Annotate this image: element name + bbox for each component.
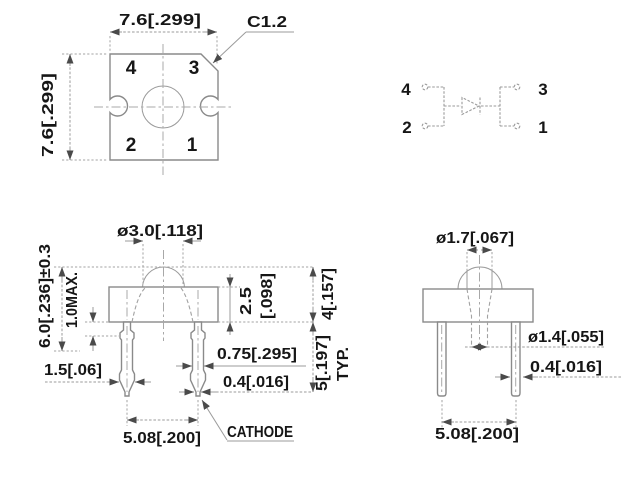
chamfer-leader bbox=[212, 31, 247, 64]
front-view: ø3.0[.118] 6.0[.236]±0.3 1.0MAX. 1.5[.06… bbox=[37, 223, 352, 447]
dim-top-height: 7.6[.299] bbox=[40, 73, 57, 157]
dim-lens-dia: ø1.7[.067] bbox=[436, 230, 514, 247]
pin3-terminal bbox=[513, 83, 521, 91]
schematic-pin1: 1 bbox=[538, 118, 547, 137]
dim-dome-dia: ø3.0[.118] bbox=[117, 223, 203, 240]
schematic-pin3: 3 bbox=[538, 80, 547, 99]
right-lead bbox=[189, 321, 207, 397]
dim-lead-tip: 0.4[.016] bbox=[223, 374, 289, 391]
dim-typ: TYP. bbox=[335, 347, 352, 381]
right-lead-side bbox=[510, 321, 521, 397]
schematic-view: 4 2 3 1 bbox=[401, 80, 547, 137]
cathode-leader bbox=[201, 399, 228, 441]
schematic-pin2: 2 bbox=[402, 118, 411, 137]
dim-top-width: 7.6[.299] bbox=[119, 12, 201, 29]
hidden-inner-right bbox=[486, 288, 493, 347]
chamfer-callout: C1.2 bbox=[247, 14, 287, 31]
diode-triangle bbox=[461, 96, 481, 116]
top-view: 7.6[.299] 7.6[.299] C1.2 4 3 2 1 bbox=[40, 12, 294, 175]
dim-standoff: 1.0MAX. bbox=[64, 272, 81, 328]
dim-total-height: 6.0[.236]±0.3 bbox=[37, 244, 54, 348]
dim-height-body: 4[.157] bbox=[320, 268, 337, 320]
dim-lead-width2: 0.75[.295] bbox=[217, 346, 297, 363]
pin4-terminal bbox=[421, 83, 429, 91]
dim-body-height-in: [.098] bbox=[259, 273, 276, 319]
pin1-terminal bbox=[513, 122, 521, 130]
hidden-reflector-right bbox=[180, 287, 194, 323]
cathode-label: CATHODE bbox=[227, 424, 293, 441]
dim-pitch-front: 5.08[.200] bbox=[123, 430, 201, 447]
dim-height-lead: 5[.197] bbox=[314, 335, 331, 391]
side-view: ø1.7[.067] ø1.4[.055] 0.4[.016] 5.08[.20… bbox=[422, 230, 621, 443]
dim-inner-dia: ø1.4[.055] bbox=[528, 329, 604, 346]
pin3-label: 3 bbox=[189, 58, 200, 79]
left-lead bbox=[118, 321, 136, 397]
schematic-pin4: 4 bbox=[401, 80, 411, 99]
hidden-reflector-left bbox=[131, 287, 146, 323]
hidden-inner-left bbox=[466, 288, 473, 347]
dim-lead-width: 1.5[.06] bbox=[44, 362, 102, 379]
dim-body-height-mm: 2.5 bbox=[238, 287, 255, 315]
pin4-label: 4 bbox=[126, 58, 137, 79]
dim-pitch-side: 5.08[.200] bbox=[435, 426, 519, 443]
pin2-label: 2 bbox=[126, 135, 137, 156]
pin2-terminal bbox=[421, 122, 429, 130]
body-outline-side bbox=[422, 288, 534, 323]
dim-lead-thickness: 0.4[.016] bbox=[530, 359, 602, 376]
left-lead-side bbox=[436, 321, 447, 397]
pin1-label: 1 bbox=[187, 135, 198, 156]
